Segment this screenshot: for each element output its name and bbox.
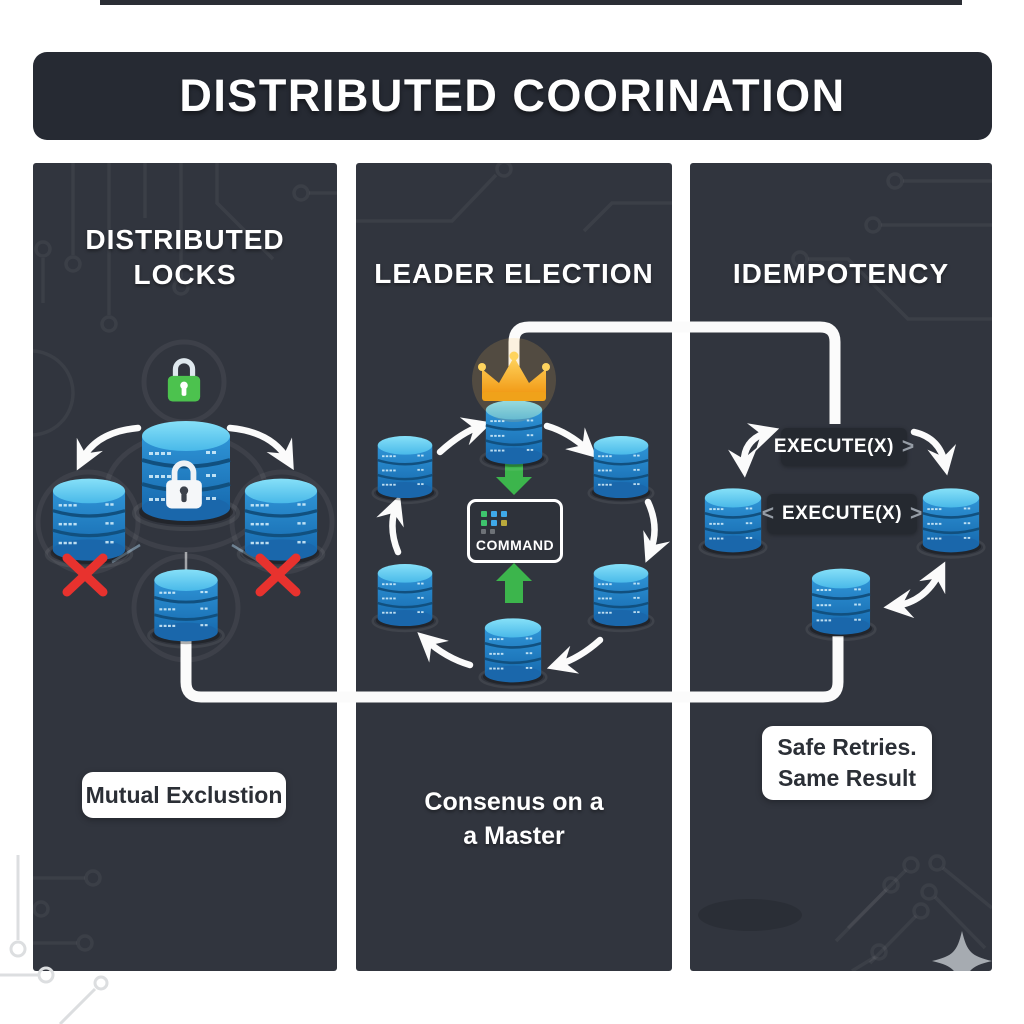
chevron-right-icon: > (901, 435, 915, 458)
execute-label-top: EXECUTE(X) > (774, 428, 914, 466)
title-bar: DISTRIBUTED COORINATION (33, 52, 992, 140)
caption-consensus: Consenus on a a Master (356, 786, 672, 854)
sparkle-star-icon (932, 931, 992, 971)
caption-safe-retries: Safe Retries. Same Result (762, 726, 932, 800)
chevron-right-icon: > (910, 502, 923, 525)
panel-heading: LEADER ELECTION (374, 258, 654, 289)
caption-line: Same Result (777, 765, 917, 791)
page-title: DISTRIBUTED COORINATION (179, 70, 846, 121)
caption-line: Consenus on a (424, 788, 604, 816)
circuit-trace-decoration (33, 163, 337, 952)
execute-label-middle: < EXECUTE(X) > (762, 494, 922, 534)
command-dots-icon (481, 511, 560, 534)
caption-line: Safe Retries. (777, 733, 917, 760)
command-box: COMMAND (467, 499, 563, 563)
top-border-strip (100, 0, 962, 5)
caption-line: a Master (463, 821, 565, 850)
caption-text: Mutual Exclustion (85, 781, 283, 808)
panel-heading: IDEMPOTENCY (732, 258, 950, 289)
chevron-left-icon: < (761, 502, 774, 525)
caption-mutual-exclusion: Mutual Exclustion (82, 772, 286, 818)
circuit-trace-decoration (356, 163, 672, 233)
circuit-trace-decoration (0, 855, 109, 1024)
panel-heading: DISTRIBUTED LOCKS (85, 224, 285, 290)
execute-text: EXECUTE(X) (773, 436, 894, 457)
command-label: COMMAND (475, 537, 555, 553)
circuit-trace-decoration (698, 172, 992, 971)
shadow-smudge (698, 899, 802, 931)
execute-text: EXECUTE(X) (781, 503, 903, 524)
